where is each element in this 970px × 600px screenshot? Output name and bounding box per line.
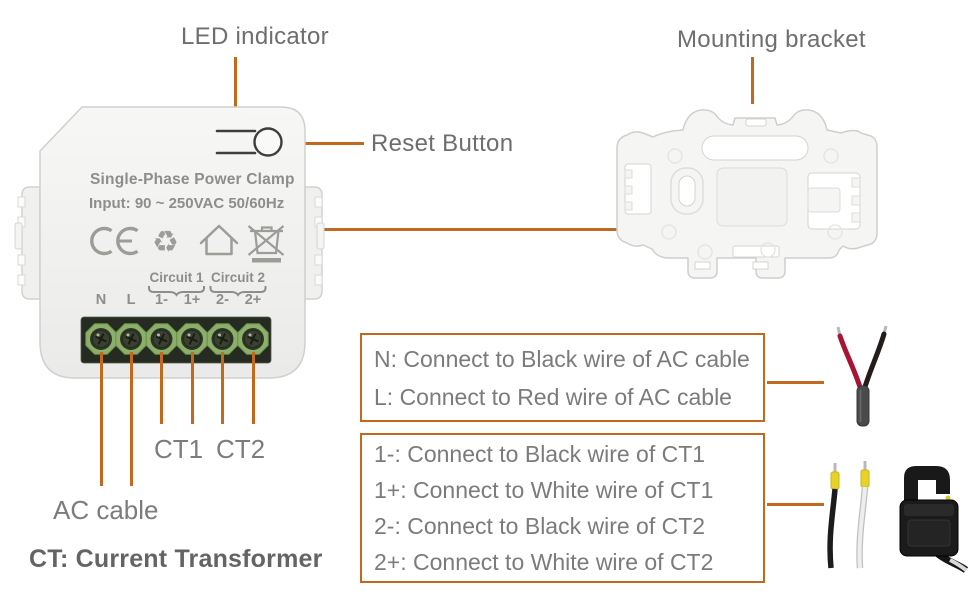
terminal-label-l: L	[127, 292, 136, 308]
ct-clamp-top-face	[904, 504, 954, 516]
bracket-left-foot-hole	[694, 261, 711, 270]
circuit2-label: Circuit 2	[211, 270, 265, 285]
terminal-label-2minus: 2-	[216, 292, 229, 308]
yellow-ferrule-black	[830, 471, 840, 490]
ct-wiring-line-1minus: 1-: Connect to Black wire of CT1	[374, 441, 706, 467]
circuit1-label: Circuit 1	[149, 270, 204, 285]
mounting-bracket-line	[751, 57, 754, 104]
left-latch-tab	[14, 222, 23, 250]
ct-wiring-line-2plus: 2+: Connect to White wire of CT2	[374, 549, 714, 575]
house-icon	[199, 224, 239, 256]
device-to-bracket-line	[320, 228, 617, 231]
current-transformer-photo	[827, 461, 969, 573]
reset-button-circle[interactable]	[253, 127, 283, 157]
left-mounting-wing	[14, 186, 41, 300]
ac-cable-photo	[836, 325, 888, 427]
ct-definition-note: CT: Current Transformer	[29, 545, 323, 573]
mounting-bracket-label: Mounting bracket	[677, 26, 866, 53]
wire-line-n	[100, 352, 103, 486]
bracket-handle-cutout	[701, 135, 809, 161]
ac-wiring-info-box: N: Connect to Black wire of AC cable L: …	[360, 333, 765, 422]
ac-wiring-line-l: L: Connect to Red wire of AC cable	[374, 383, 732, 410]
ct-clamp-label-slot	[907, 519, 951, 547]
red-wire	[837, 333, 864, 393]
circuit1-brace	[148, 286, 205, 297]
black-wire	[861, 331, 887, 393]
reset-button-label: Reset Button	[371, 130, 514, 157]
bracket-bottom-slot	[732, 245, 780, 258]
terminal-label-1plus: 1+	[184, 292, 201, 308]
bracket-pill-hole	[678, 175, 696, 207]
ct-clamp	[899, 466, 969, 573]
ct-wiring-line-1plus: 1+: Connect to White wire of CT1	[374, 477, 714, 503]
reset-button[interactable]	[215, 127, 283, 157]
ct-clamp-cable-white	[949, 558, 968, 572]
weee-bin-icon	[247, 225, 285, 263]
ct2-label: CT2	[216, 434, 266, 464]
yellow-ferrule-white	[860, 469, 870, 488]
device-input-rating: Input: 90 ~ 250VAC 50/60Hz	[89, 195, 284, 212]
ce-mark-icon	[90, 226, 139, 256]
mounting-bracket	[616, 109, 878, 279]
ct1-label: CT1	[154, 434, 204, 464]
ct-wiring-info-box: 1-: Connect to Black wire of CT1 1+: Con…	[360, 433, 765, 583]
ct-clamp-marker	[945, 495, 951, 501]
device-symbols: ♻	[90, 224, 285, 263]
terminal-labels: N L 1- 1+ 2- 2+	[96, 292, 262, 308]
terminal-label-2plus: 2+	[245, 292, 262, 308]
wire-line-1plus	[191, 352, 194, 424]
device-title: Single-Phase Power Clamp	[90, 171, 295, 188]
ac-box-to-photo-line	[767, 381, 824, 384]
recycle-icon: ♻	[152, 226, 179, 259]
circuit2-brace	[209, 286, 267, 297]
right-latch-tab	[316, 222, 325, 250]
cable-sheath	[856, 385, 870, 427]
power-clamp-device: Single-Phase Power Clamp Input: 90 ~ 250…	[14, 106, 325, 379]
right-mounting-wing	[304, 186, 325, 300]
ac-cable-label: AC cable	[53, 495, 159, 525]
device-body	[39, 106, 306, 379]
ct-black-wire	[827, 488, 838, 569]
wire-line-1minus	[160, 352, 163, 424]
ct-white-wire	[857, 486, 867, 569]
bracket-top-notch	[745, 118, 767, 127]
ct-wiring-line-2minus: 2-: Connect to Black wire of CT2	[374, 513, 706, 539]
led-indicator-line	[234, 57, 237, 129]
bracket-right-tongue	[807, 187, 841, 213]
ct-box-to-photo-line	[767, 503, 824, 506]
bracket-center-plate	[716, 167, 788, 227]
led-indicator-label: LED indicator	[181, 23, 329, 50]
wire-line-2plus	[252, 352, 255, 424]
terminal-label-n: N	[96, 292, 106, 308]
terminal-label-1minus: 1-	[155, 292, 168, 308]
bracket-right-foot-hole	[752, 261, 769, 270]
ac-wiring-line-n: N: Connect to Black wire of AC cable	[374, 345, 750, 372]
wire-line-2minus	[221, 352, 224, 424]
ct-clamp-jaw	[904, 466, 950, 502]
bracket-pill-rim	[670, 167, 704, 215]
reset-button-line	[269, 142, 364, 145]
wire-line-l	[130, 352, 133, 486]
